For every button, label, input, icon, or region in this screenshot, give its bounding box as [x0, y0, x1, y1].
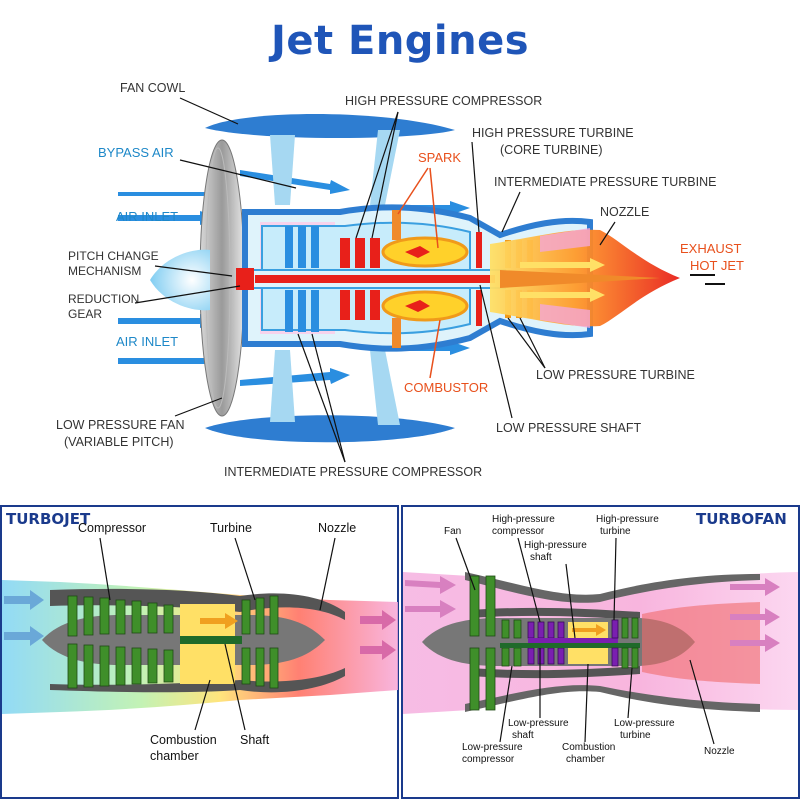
turbofan-diagram: TURBOFAN — [403, 510, 798, 765]
fan-strut-top — [270, 135, 295, 205]
label-lp-fan-2: (VARIABLE PITCH) — [64, 435, 174, 449]
turbojet-compressor-blades — [67, 595, 174, 689]
turbojet-turbine-blades — [241, 595, 279, 689]
turbofan-fan-blades — [469, 575, 496, 711]
turbofan-label-lp-comp-1: Low-pressure — [462, 742, 523, 753]
core-flow-arrows — [520, 258, 605, 302]
turbojet-label-nozzle: Nozzle — [318, 521, 356, 535]
nozzle-cone — [500, 270, 660, 288]
turbofan-hp-compressor — [527, 621, 565, 665]
label-exhaust-2: HOT JET — [690, 258, 744, 273]
spark-plug-top — [392, 210, 401, 240]
label-spark: SPARK — [418, 150, 461, 165]
turbofan-hp-turbine — [611, 619, 619, 667]
ip-compressor-blades — [285, 226, 319, 332]
turbojet-label-turbine: Turbine — [210, 521, 252, 535]
spark-plug-bottom — [392, 318, 401, 348]
label-air-inlet-bottom: AIR INLET — [116, 334, 178, 349]
turbojet-shaft — [180, 636, 242, 644]
label-air-inlet-top: AIR INLET — [116, 209, 178, 224]
label-pitch-change-1: PITCH CHANGE — [68, 249, 159, 263]
label-fan-cowl: FAN COWL — [120, 81, 185, 95]
turbofan-label-lp-shaft-1: Low-pressure — [508, 718, 569, 729]
turbojet-label-combustion-1: Combustion — [150, 733, 217, 747]
turbojet-label-compressor: Compressor — [78, 521, 146, 535]
fan-cowl-top — [205, 114, 455, 138]
turbofan-title: TURBOFAN — [696, 510, 787, 528]
turbofan-label-lp-turb-1: Low-pressure — [614, 718, 675, 729]
top-engine-diagram: FAN COWL BYPASS AIR AIR INLET PITCH CHAN… — [56, 81, 744, 479]
turbofan-hp-shaft — [528, 638, 618, 643]
label-bypass-air: BYPASS AIR — [98, 145, 174, 160]
label-lp-turbine: LOW PRESSURE TURBINE — [536, 368, 695, 382]
turbofan-label-hp-comp-1: High-pressure — [492, 514, 555, 525]
label-combustor: COMBUSTOR — [404, 380, 488, 395]
turbofan-label-comb-1: Combustion — [562, 742, 615, 753]
turbojet-diagram: TURBOJET — [2, 510, 398, 763]
turbofan-label-hp-shaft-1: High-pressure — [524, 540, 587, 551]
label-hp-turbine-2: (CORE TURBINE) — [500, 143, 603, 157]
exhaust-pink — [540, 228, 590, 252]
label-pitch-change-2: MECHANISM — [68, 264, 141, 278]
label-reduction-gear-2: GEAR — [68, 307, 102, 321]
bypass-air-arrows — [118, 170, 470, 386]
fan-strut-bottom — [270, 350, 295, 422]
fan-cowl-bottom — [205, 415, 455, 443]
label-lp-shaft: LOW PRESSURE SHAFT — [496, 421, 642, 435]
hp-compressor-blades — [340, 238, 380, 320]
turbojet-label-combustion-2: chamber — [150, 749, 199, 763]
page-title: Jet Engines — [270, 18, 530, 64]
turbofan-label-hp-comp-2: compressor — [492, 526, 545, 537]
rear-strut-top — [370, 130, 400, 205]
turbofan-label-hp-shaft-2: shaft — [530, 552, 552, 563]
turbofan-panel — [401, 505, 800, 799]
turbojet-label-shaft: Shaft — [240, 733, 270, 747]
label-reduction-gear-1: REDUCTION — [68, 292, 139, 306]
label-nozzle: NOZZLE — [600, 205, 649, 219]
turbofan-label-fan: Fan — [444, 526, 461, 537]
turbofan-lp-turbine — [621, 617, 639, 669]
turbofan-lp-compressor — [501, 619, 522, 667]
label-lp-fan-1: LOW PRESSURE FAN — [56, 418, 185, 432]
turbofan-label-hp-turb-2: turbine — [600, 526, 631, 537]
spinner — [150, 249, 210, 311]
turbofan-label-nozzle: Nozzle — [704, 746, 735, 757]
label-ip-compressor: INTERMEDIATE PRESSURE COMPRESSOR — [224, 465, 482, 479]
turbofan-lp-shaft — [500, 643, 640, 648]
turbofan-label-lp-comp-2: compressor — [462, 754, 515, 765]
rear-strut-bottom — [370, 350, 400, 425]
turbofan-label-hp-turb-1: High-pressure — [596, 514, 659, 525]
turbojet-title: TURBOJET — [6, 510, 91, 528]
label-exhaust-1: EXHAUST — [680, 241, 741, 256]
label-ip-turbine: INTERMEDIATE PRESSURE TURBINE — [494, 175, 717, 189]
turbofan-label-lp-shaft-2: shaft — [512, 730, 534, 741]
reduction-gear — [236, 268, 254, 290]
turbofan-label-lp-turb-2: turbine — [620, 730, 651, 741]
label-hp-compressor: HIGH PRESSURE COMPRESSOR — [345, 94, 542, 108]
turbofan-label-comb-2: chamber — [566, 754, 606, 765]
label-hp-turbine-1: HIGH PRESSURE TURBINE — [472, 126, 634, 140]
